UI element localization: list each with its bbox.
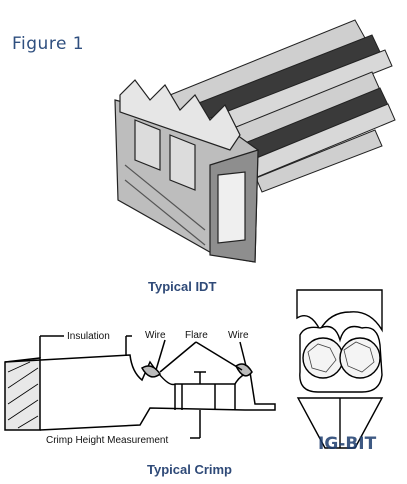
figure-label: Figure 1 — [12, 34, 85, 54]
idt-caption: Typical IDT — [148, 279, 217, 294]
watermark-logo: IG-BIT — [318, 434, 377, 454]
crimp-height-label: Crimp Height Measurement — [46, 435, 169, 446]
crimp-drawing — [4, 335, 276, 439]
crimp-caption: Typical Crimp — [147, 462, 233, 477]
wire-label-right: Wire — [228, 330, 249, 341]
flare-label: Flare — [185, 330, 208, 341]
idt-connector-body — [114, 79, 259, 263]
wire-label-left: Wire — [145, 330, 166, 341]
cross-section-drawing — [296, 289, 384, 449]
idt-wires — [169, 19, 396, 193]
insulation-label: Insulation — [67, 331, 110, 342]
